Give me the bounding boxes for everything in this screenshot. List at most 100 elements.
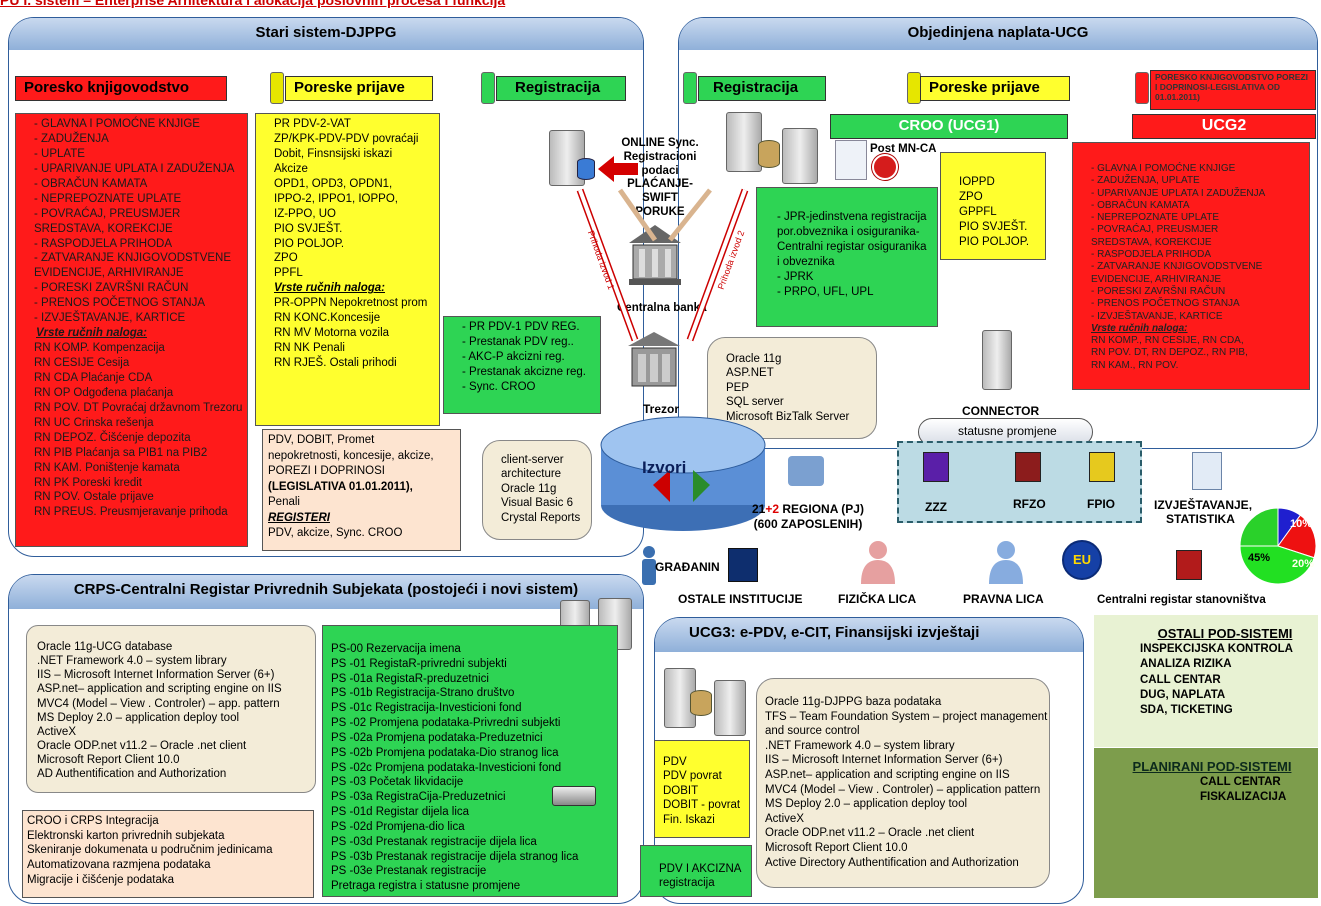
poresko-nalog: RN POV. Ostale prijave: [34, 491, 154, 504]
peach-legislativa: (LEGISLATIVA 01.01.2011),: [268, 480, 413, 493]
scroll-icon: [270, 72, 284, 104]
poreske-line: OPD1, OPD3, OPDN1,: [274, 177, 393, 190]
jpr-line: i obveznika: [777, 255, 835, 268]
poreske-nalog: PR-OPPN Nepokretnost prom: [274, 297, 428, 310]
scroll-icon: [1135, 72, 1149, 104]
poresko-line: SREDSTAVA, KOREKCIJE: [34, 222, 173, 235]
zzz-building-icon: [923, 452, 949, 482]
ucg3-server-icon-2: [714, 680, 746, 736]
ps-line: PS -01 RegistaR-privredni subjekti: [331, 657, 507, 670]
client-line: Crystal Reports: [501, 511, 581, 524]
statusne-promjene-label: statusne promjene: [958, 424, 1057, 438]
poresko-line: - PRENOS POČETNOG STANJA: [34, 297, 206, 310]
crps-integration-line: Automatizovana razmjena podataka: [27, 859, 211, 872]
fpio-label: FPIO: [1087, 497, 1116, 511]
ps-line: PS -03a RegistraCija-Preduzetnici: [331, 791, 506, 804]
server-icon-right-2: [782, 128, 818, 184]
ucg3-tech-line: MVC4 (Model – View . Controler) – applic…: [765, 783, 1041, 796]
client-line: Visual Basic 6: [501, 497, 574, 510]
online-sync-line: SWIFT: [642, 192, 678, 205]
crps-integration-line: CROO i CRPS Integracija: [27, 815, 159, 827]
poresko-nalog: RN OP Odgođena plaćanja: [34, 386, 174, 399]
ostali-pod-sistemi-box: OSTALI POD-SISTEMI INSPEKCIJSKA KONTROLA…: [1094, 615, 1318, 747]
registracija-line: - Prestanak PDV reg..: [462, 335, 574, 348]
ucg2-line: - IZVJEŠTAVANJE, KARTICE: [1091, 310, 1223, 322]
izvori-label: Izvori: [642, 458, 687, 477]
top-title: PU I. sistem – Enterprise Arhitektura i …: [0, 0, 506, 8]
fpio-building-icon: [1089, 452, 1115, 482]
panel-ucg3-title: UCG3: e-PDV, e-CIT, Finansijski izvješta…: [655, 618, 1083, 652]
ps-line: PS -01b Registracija-Strano društvo: [331, 687, 515, 700]
poresko-nalog: RN KAM. Poništenje kamata: [34, 461, 180, 474]
database-icon-right: [758, 140, 780, 168]
ucg3-reg-line: PDV I AKCIZNA: [659, 863, 742, 875]
planirani-line: CALL CENTAR: [1200, 776, 1281, 789]
ucg2-line: - UPARIVANJE UPLATA I ZADUŽENJA: [1091, 187, 1266, 199]
ucg2-nalog: RN KOMP., RN CESIJE, RN CDA,: [1091, 335, 1244, 347]
poreske-line: IZ-PPO, UO: [274, 207, 336, 220]
rfzo-building-icon: [1015, 452, 1041, 482]
poresko-line: - NEPREPOZNATE UPLATE: [34, 192, 182, 205]
crps-tech-line: AD Authentification and Authorization: [37, 768, 227, 781]
pie-label-45: 45%: [1248, 552, 1271, 564]
centralni-registar-label: Centralni registar stanovništva: [1097, 594, 1266, 606]
ucg3-pdv-line: Fin. Iskazi: [663, 813, 715, 826]
poresko-line: - UPLATE: [34, 147, 85, 160]
ucg2-line: - NEPREPOZNATE UPLATE: [1091, 212, 1219, 224]
ucg2-line: - ZATVARANJE KNJIGOVODSTVENE: [1091, 261, 1263, 273]
ps-line: PS -03e Prestanak registracije: [331, 865, 487, 878]
poreske-line: PIO POLJOP.: [274, 237, 345, 250]
ucg3-tech-line: Active Directory Authentification and Au…: [765, 856, 1019, 869]
planirani-line: FISKALIZACIJA: [1200, 791, 1287, 804]
ucg3-pdv-line: DOBIT: [663, 784, 699, 797]
croo-line: GPPFL: [959, 205, 997, 218]
prihoda-arrows: [576, 188, 749, 342]
ps-line: PS -03 Početak likvidacije: [331, 776, 464, 789]
peach-line: POREZI I DOPRINOSI: [268, 465, 385, 478]
croo-line: ZPO: [959, 190, 983, 203]
poreske-line: Akcize: [274, 162, 308, 175]
report-document-icon: [1192, 452, 1222, 490]
ucg2-nalog: RN KAM., RN POV.: [1091, 359, 1179, 371]
ostali-line: ANALIZA RIZIKA: [1140, 658, 1232, 671]
ostali-line: INSPEKCIJSKA KONTROLA: [1140, 643, 1293, 656]
natural-persons-icon: [861, 541, 895, 584]
ostali-line: SDA, TICKETING: [1140, 703, 1233, 716]
ucg2-line: - RASPODJELA PRIHODA: [1091, 249, 1212, 261]
central-bank-icon: [629, 225, 681, 285]
zzz-label: ZZZ: [925, 500, 947, 514]
ucg3-pdv-line: PDV povrat: [663, 770, 722, 783]
pie-slice: [1277, 514, 1317, 559]
header-poresko-knjigovodstvo: Poresko knjigovodstvo: [15, 76, 227, 101]
connector-label: CONNECTOR: [962, 404, 1040, 418]
centralna-banka-label: Centralna banka: [617, 302, 707, 314]
poresko-knjigovodstvo-box: - GLAVNA I POMOĆNE KNJIGE- ZADUŽENJA- UP…: [15, 113, 248, 547]
ostale-institucije-label: OSTALE INSTITUCIJE: [678, 592, 803, 606]
gradanin-label: GRAĐANIN: [655, 560, 720, 574]
population-registry-icon: [1176, 550, 1202, 580]
scroll-icon: [481, 72, 495, 104]
ps-line: PS -02a Promjena podataka-Preduzetnici: [331, 731, 543, 744]
poresko-nalog: RN KOMP. Kompenzacija: [34, 342, 165, 355]
certificate-icon: [835, 140, 867, 180]
header-poreske-prijave-right: Poreske prijave: [920, 76, 1070, 101]
online-sync-line: PLAĆANJE-: [627, 178, 693, 191]
crps-tech-line: MS Deploy 2.0 – application deploy tool: [37, 711, 240, 724]
ucg2-line: EVIDENCIJE, ARHIVIRANJE: [1091, 273, 1222, 285]
poresko-line: - UPARIVANJE UPLATA I ZADUŽENJA: [34, 162, 235, 175]
ucg3-tech-line: MS Deploy 2.0 – application deploy tool: [765, 798, 968, 811]
pravna-lica-label: PRAVNA LICA: [963, 592, 1044, 606]
scroll-icon: [683, 72, 697, 104]
rfzo-label: RFZO: [1013, 497, 1046, 511]
ps-line: PS -02b Promjena podataka-Dio stranog li…: [331, 746, 559, 759]
crps-tech-line: Microsoft Report Client 10.0: [37, 754, 180, 767]
oracle-line: Oracle 11g: [726, 353, 782, 365]
jpr-line: - JPR-jedinstvena registracija: [777, 211, 927, 223]
peach-line: PDV, DOBIT, Promet: [268, 434, 375, 446]
poresko-nalog: RN POV. DT Povraćaj državnom Trezoru: [34, 401, 243, 414]
panel-stari-title: Stari sistem-DJPPG: [9, 18, 643, 50]
